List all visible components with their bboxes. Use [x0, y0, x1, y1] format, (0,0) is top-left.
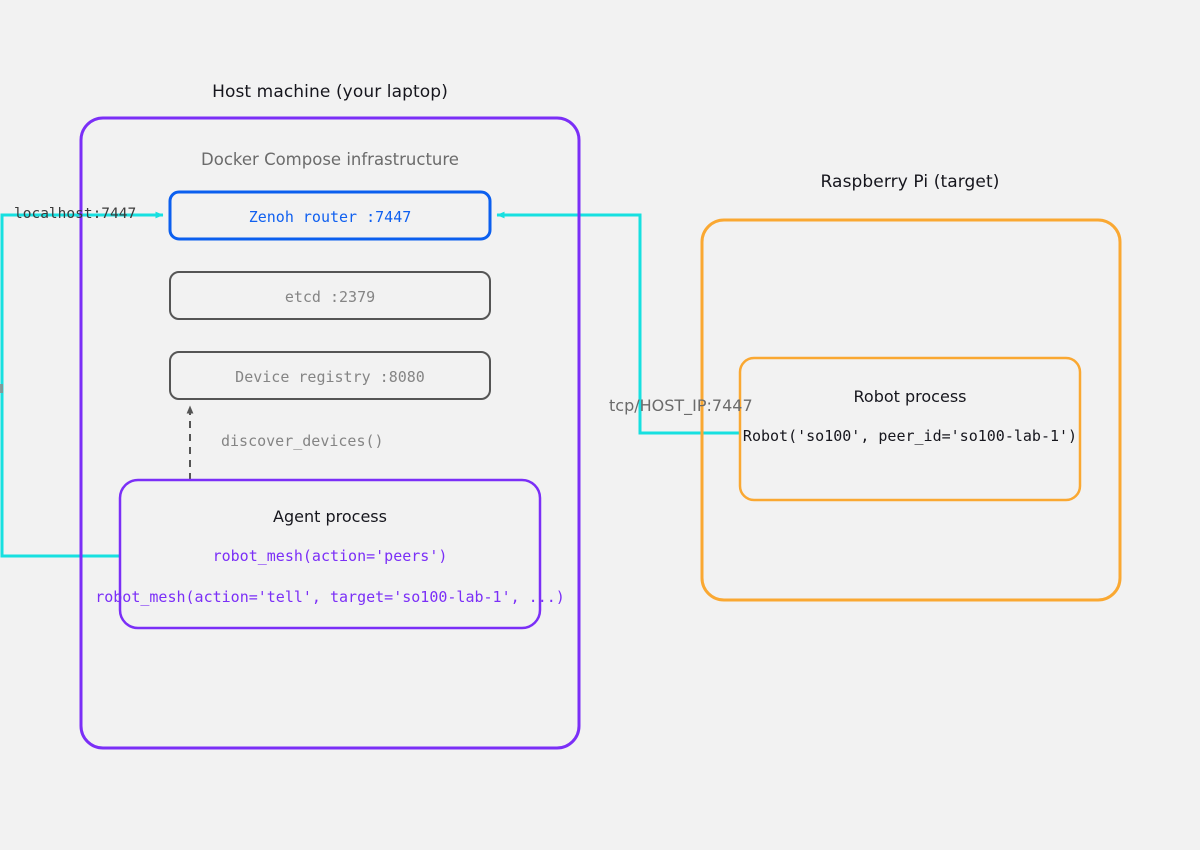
- device-registry-label[interactable]: Device registry :8080: [235, 368, 425, 386]
- device-registry-box[interactable]: [169, 351, 491, 400]
- raspberry-pi-boundary: [700, 218, 1122, 602]
- edge-label-localhost-7447: localhost:7447: [14, 206, 137, 222]
- zenoh-router-label[interactable]: Zenoh router :7447: [248, 208, 412, 226]
- edge-label-tcp-host-ip-7447: tcp/HOST_IP:7447: [609, 396, 753, 415]
- host-machine-title: Host machine (your laptop): [212, 82, 448, 102]
- agent-code-line-1: robot_mesh(action='peers'): [212, 547, 448, 565]
- robot-process-title: Robot process: [853, 387, 967, 406]
- edge-label-discover-devices: discover_devices(): [221, 432, 384, 450]
- docker-compose-label: Docker Compose infrastructure: [201, 150, 459, 169]
- etcd-label[interactable]: etcd :2379: [284, 288, 376, 306]
- agent-process-title: Agent process: [273, 507, 387, 526]
- host-machine-boundary: [79, 116, 581, 750]
- robot-process-box[interactable]: [738, 356, 1082, 502]
- robot-code-line-1: Robot('so100', peer_id='so100-lab-1'): [742, 427, 1078, 445]
- clipped-edge-label-fragment: [0, 384, 3, 393]
- agent-code-line-2: robot_mesh(action='tell', target='so100-…: [95, 588, 565, 606]
- agent-process-box[interactable]: [118, 478, 542, 630]
- raspberry-pi-title: Raspberry Pi (target): [820, 172, 1000, 192]
- zenoh-router-box[interactable]: [168, 190, 492, 241]
- edge-robot-to-router-line: [496, 211, 740, 435]
- etcd-box[interactable]: [169, 271, 491, 320]
